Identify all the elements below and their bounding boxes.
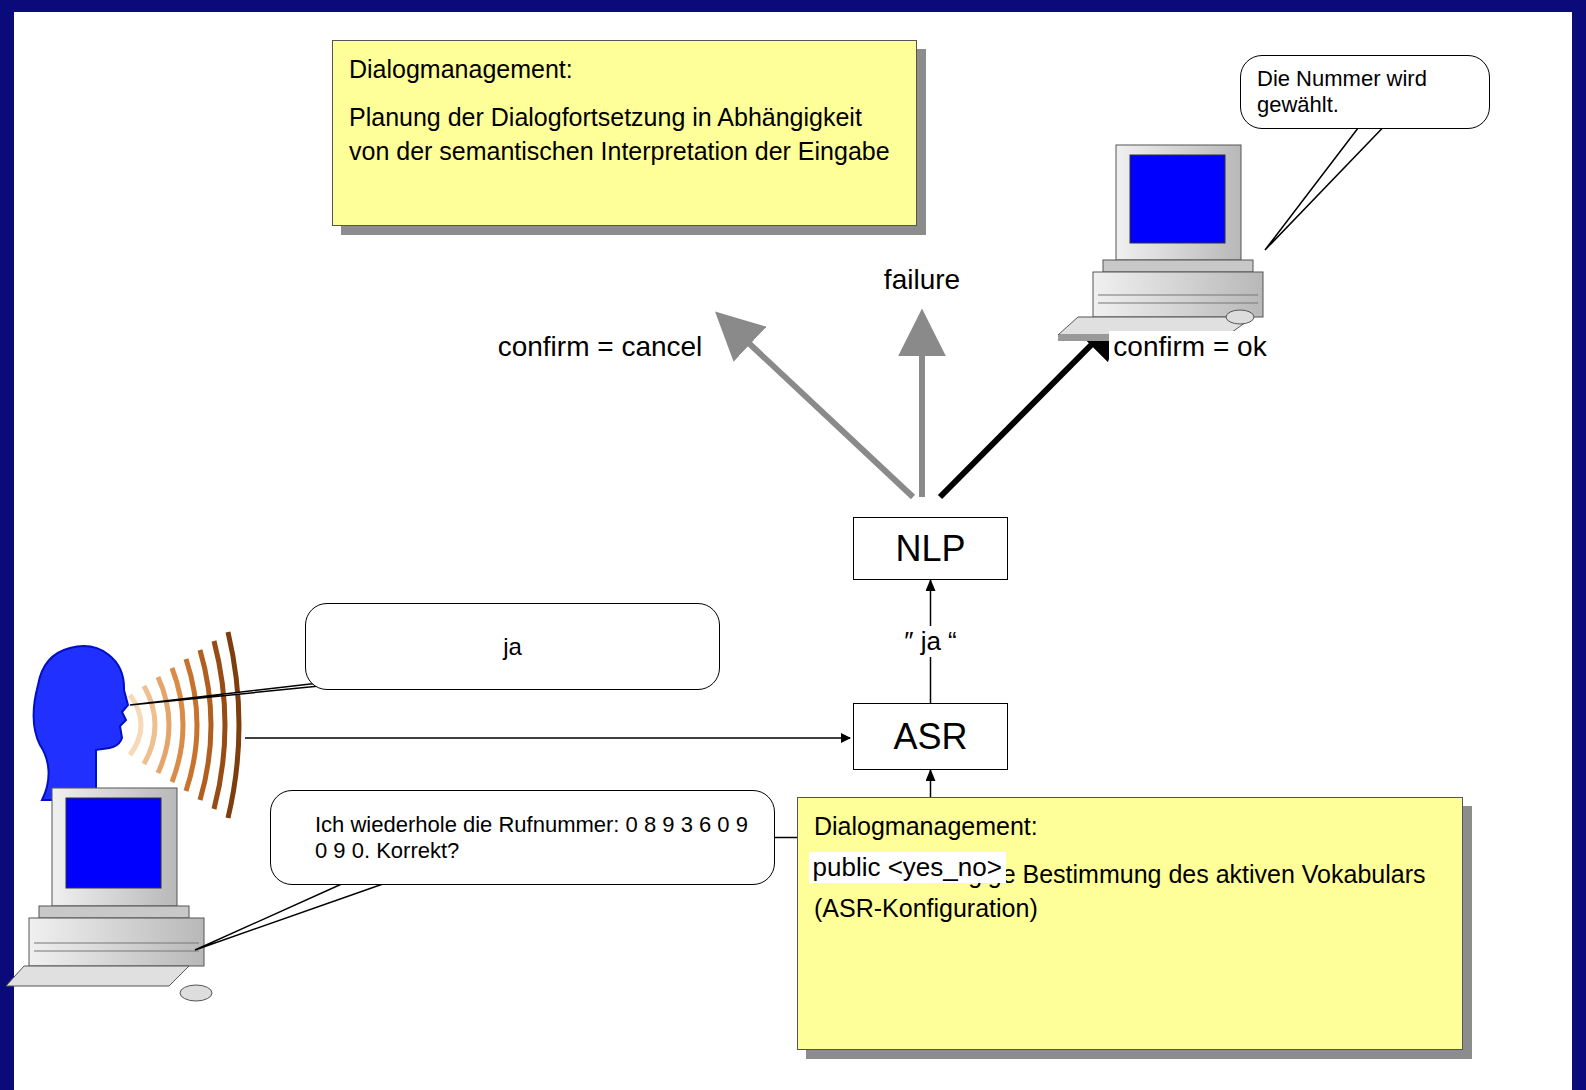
cancel-arrow [722,318,913,497]
sound-wave [158,677,169,773]
speech-signal-line [245,737,850,739]
sound-wave [214,641,225,809]
process-box: NLP [853,517,1008,580]
sound-wave [186,659,197,791]
speech-bubble: Ich wiederhole die Rufnummer: 0 8 9 3 6 … [270,790,775,885]
edge-label: public <yes_no> [809,852,1006,883]
node-text: NLP [895,528,965,570]
node-text: Planung der Dialogfortsetzung in Abhängi… [349,101,900,169]
note-heading: Dialogmanagement: [814,810,1446,844]
note-heading: Dialogmanagement: [349,53,900,87]
node-text: ASR [893,716,967,758]
process-box: ASR [853,703,1008,770]
speech-bubble: ja [305,603,720,690]
branch-label: confirm = cancel [494,331,707,363]
computer-icon [6,788,212,1001]
computer-icon [1058,145,1263,341]
ok-arrow [940,318,1118,497]
sound-wave [172,668,183,782]
note-box: Dialogmanagement: Planung der Dialogforts… [332,40,917,226]
node-text: Die Nummer wird gewählt. [1257,66,1473,118]
node-text: Ich wiederhole die Rufnummer: 0 8 9 3 6 … [315,812,758,864]
node-text: ja [322,633,703,661]
note-box: Dialogmanagement:Kontextabhängige Bestim… [797,797,1463,1050]
bubble-tail [1265,115,1395,250]
bubble-tail [195,878,400,950]
speech-bubble: Die Nummer wird gewählt. [1240,55,1490,129]
sound-wave [228,632,239,818]
sound-wave [200,650,211,800]
branch-label: confirm = ok [1109,331,1270,363]
sound-wave [144,686,155,764]
edge-label: ″ ja “ [900,626,961,657]
branch-label: failure [880,264,964,296]
failure-arrow [919,318,925,497]
speaker-head [34,646,128,800]
